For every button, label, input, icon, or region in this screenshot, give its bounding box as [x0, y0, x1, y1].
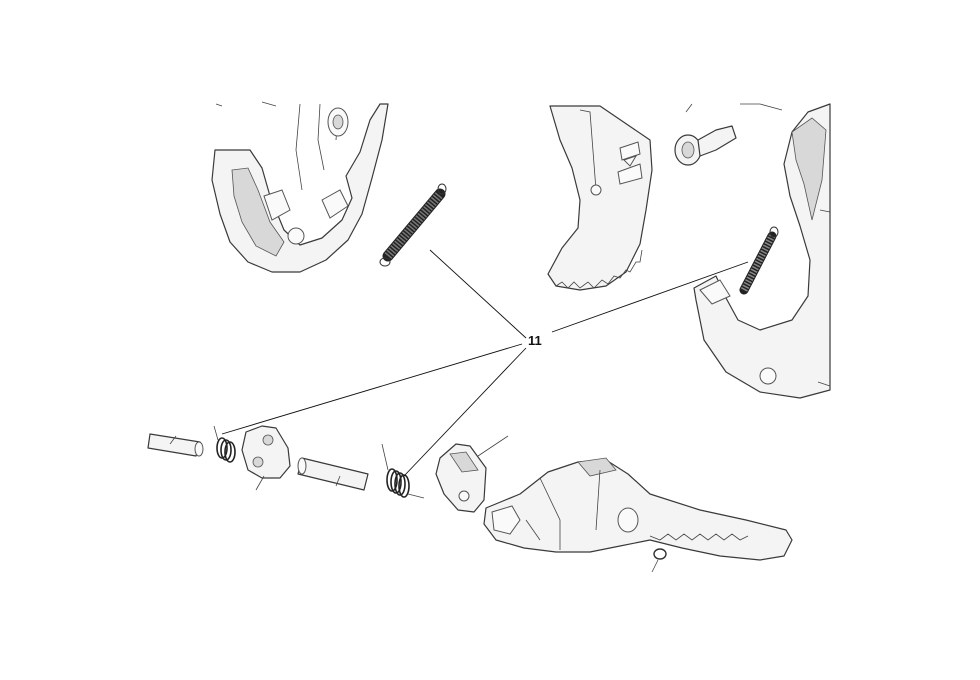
- leader-to-left-torsion-spring: [221, 343, 523, 435]
- jaw-housing-left: [211, 101, 389, 273]
- leader-to-middle-torsion-spring: [403, 347, 527, 477]
- leader-to-right-spring: [551, 261, 749, 333]
- extension-spring-top: [379, 183, 447, 267]
- jaw-housing-right: [693, 103, 831, 399]
- callout-number-label: 11: [528, 333, 542, 348]
- handle-lever: [483, 457, 793, 561]
- extension-spring-right: [739, 226, 779, 295]
- bracket-plate-right: [435, 435, 509, 513]
- callout-leader-lines: [221, 249, 749, 477]
- torsion-spring-left: [213, 425, 236, 463]
- leader-to-top-spring: [429, 249, 527, 339]
- bracket-plate-left: [241, 425, 291, 491]
- pin-middle: [297, 457, 369, 491]
- pin-left: [147, 433, 204, 457]
- ratchet-blade: [547, 105, 653, 291]
- torsion-spring-middle: [381, 443, 425, 499]
- retaining-ring: [651, 548, 667, 573]
- pawl-and-washer: [674, 103, 737, 166]
